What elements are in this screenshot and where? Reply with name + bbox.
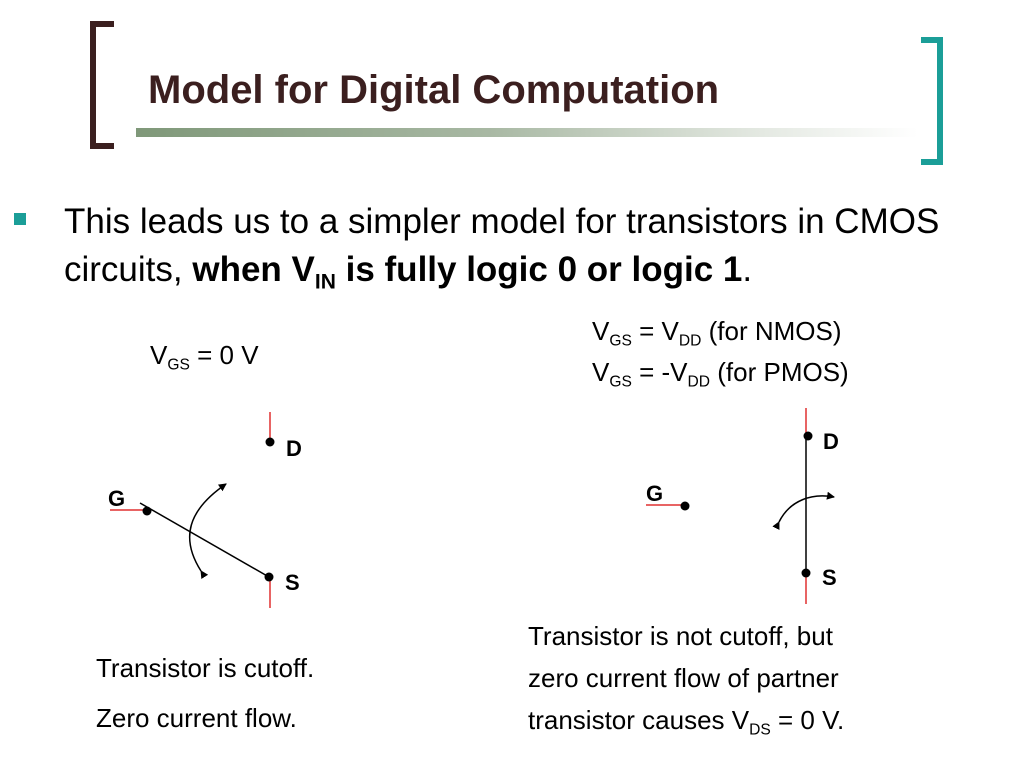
title-underline (136, 128, 918, 137)
rc1-prefix: V (592, 316, 610, 346)
right-caption-line1: Transistor is not cutoff, but (528, 621, 833, 651)
left-rotation-arrow-icon (188, 483, 227, 580)
bullet-bold-part1: when V (192, 250, 315, 289)
rcap3-sub: DS (749, 721, 771, 739)
rc2-suffix: (for PMOS) (710, 357, 849, 387)
right-source-label: S (822, 565, 837, 590)
bullet-plain: This leads us to a simpler model for tra… (64, 202, 940, 289)
left-condition: VGS = 0 V (150, 340, 259, 374)
bullet-trailing: . (742, 250, 753, 289)
left-gate-label: G (108, 486, 126, 511)
right-caption-line2: zero current flow of partner (528, 663, 839, 693)
right-switch-diagram (646, 408, 835, 604)
rc1-suffix: (for NMOS) (701, 316, 842, 346)
left-source-label: S (285, 570, 300, 595)
bullet-bold-sub: IN (314, 270, 336, 294)
right-drain-node (803, 431, 813, 441)
right-condition-nmos: VGS = VDD (for NMOS) (592, 316, 842, 350)
left-switch-blade (139, 502, 270, 578)
right-condition-pmos: VGS = -VDD (for PMOS) (592, 357, 849, 391)
left-gate-node (142, 506, 152, 516)
slide-title: Model for Digital Computation (148, 68, 720, 112)
rc2-sub2: DD (687, 373, 711, 391)
bullet-icon (14, 213, 26, 225)
rc2-prefix: V (592, 357, 610, 387)
right-source-node (801, 568, 811, 578)
left-cond-prefix: V (150, 340, 168, 370)
left-caption-line1: Transistor is cutoff. (96, 653, 315, 683)
right-caption-line3: transistor causes VDS = 0 V. (528, 700, 844, 740)
right-gate-label: G (646, 481, 664, 506)
left-cond-sub: GS (167, 356, 190, 374)
bullet-bold: when VIN is fully logic 0 or logic 1 (192, 250, 743, 292)
left-cond-suffix: = 0 V (189, 340, 259, 370)
rc2-sub1: GS (609, 373, 632, 391)
left-source-node (264, 572, 274, 582)
rc1-mid: = V (631, 316, 679, 346)
left-drain-node (265, 437, 275, 447)
bullet-bold-part2: is fully logic 0 or logic 1 (335, 250, 743, 289)
rc2-mid: = -V (631, 357, 688, 387)
left-switch-diagram (110, 412, 275, 608)
left-caption-line2: Zero current flow. (96, 703, 297, 733)
rcap3-suffix: = 0 V. (770, 705, 845, 735)
right-drain-label: D (823, 429, 839, 454)
rcap3-prefix: transistor causes V (528, 705, 750, 735)
rc1-sub2: DD (678, 332, 702, 350)
rc1-sub1: GS (609, 332, 632, 350)
right-rotation-arrow-icon (772, 491, 835, 531)
bullet-text: This leads us to a simpler model for tra… (64, 198, 1004, 294)
right-gate-node (680, 501, 690, 511)
left-drain-label: D (286, 436, 302, 461)
